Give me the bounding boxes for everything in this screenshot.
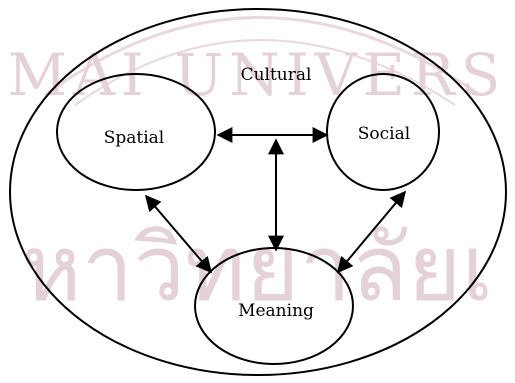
spatial-label: Spatial — [104, 128, 165, 148]
meaning-label: Meaning — [238, 301, 314, 321]
social-label: Social — [358, 124, 410, 144]
cultural-label: Cultural — [241, 65, 312, 85]
watermark-arc-outer — [44, 16, 481, 97]
watermark-bottom-text: หาวิทยาลัยเ — [21, 215, 493, 322]
cultural-ellipse — [9, 8, 507, 376]
spatial-meaning-arrow — [144, 194, 213, 274]
spatial-ellipse — [56, 73, 216, 191]
social-meaning-arrow — [336, 190, 407, 274]
